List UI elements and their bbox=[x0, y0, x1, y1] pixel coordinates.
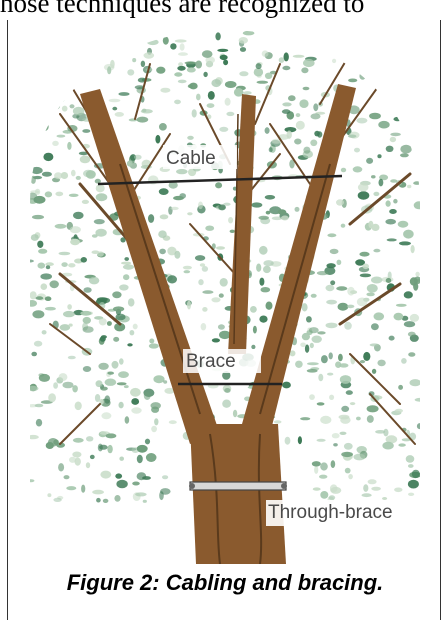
cable-label: Cable bbox=[163, 145, 237, 169]
svg-text:Brace: Brace bbox=[186, 351, 236, 372]
brace-label: Brace bbox=[183, 349, 261, 373]
through-brace-label: Through-brace bbox=[266, 500, 422, 526]
svg-text:Cable: Cable bbox=[166, 148, 216, 169]
tree-crown: Cable Brace Through-brace bbox=[20, 24, 430, 564]
figure-caption: Figure 2: Cabling and bracing. bbox=[18, 570, 432, 596]
tree-illustration: Cable Brace Through-brace bbox=[20, 24, 430, 564]
cut-off-body-text: hose techniques are recognized to bbox=[0, 0, 446, 18]
through-brace-rod bbox=[189, 482, 287, 490]
svg-text:Through-brace: Through-brace bbox=[268, 502, 393, 523]
